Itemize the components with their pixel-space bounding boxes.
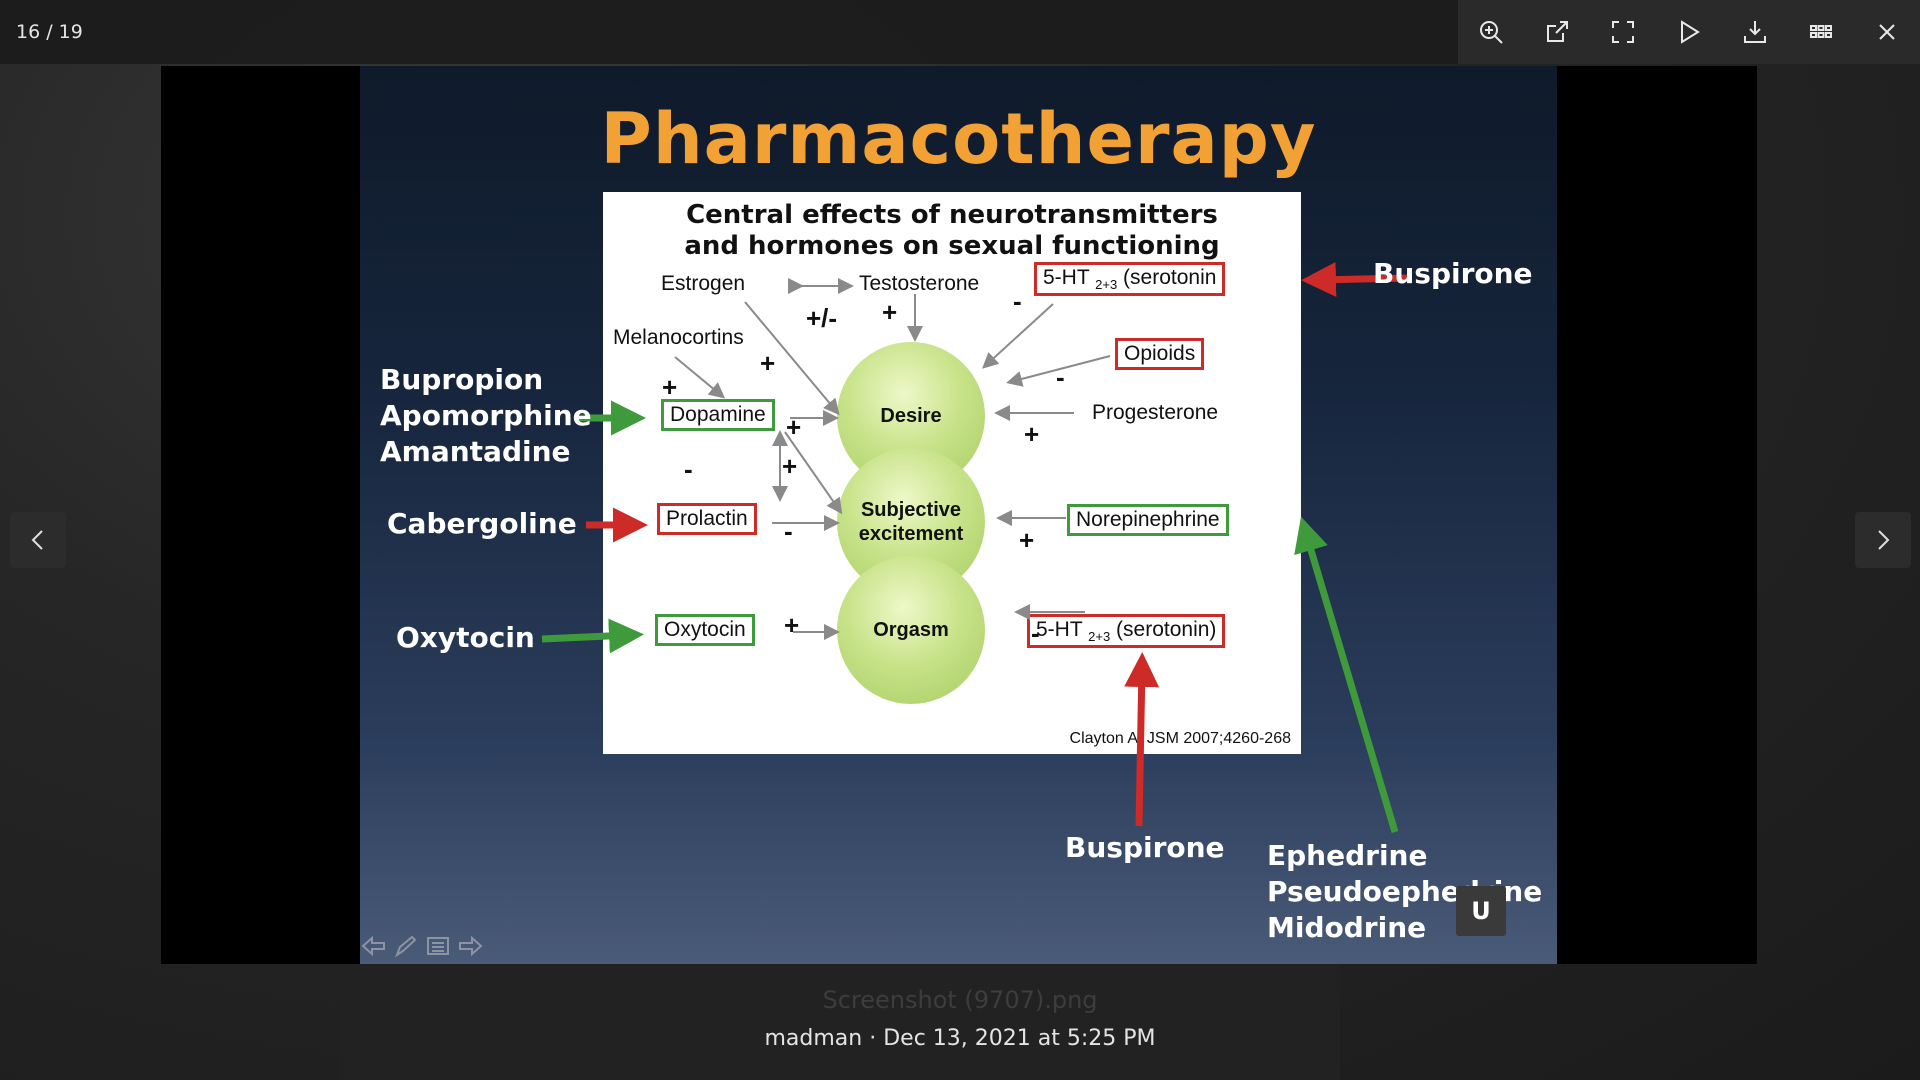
- sign-plus: +: [882, 297, 898, 327]
- fullscreen-button[interactable]: [1590, 0, 1656, 64]
- drug-bupropion: Bupropion: [380, 363, 544, 396]
- slide-image: Pharmacotherapy Central effects of neuro…: [360, 66, 1557, 964]
- drug-ephedrine: Ephedrine: [1267, 839, 1428, 872]
- slide-menu-icon: [424, 934, 452, 958]
- background-card: [340, 960, 1340, 1080]
- figure-title-line1: Central effects of neurotransmitters: [686, 200, 1218, 230]
- box-oxytocin: Oxytocin: [655, 614, 755, 646]
- download-icon: [1744, 21, 1766, 43]
- sign-plus: +: [1019, 525, 1035, 555]
- drug-midodrine: Midodrine: [1267, 911, 1427, 944]
- drug-group-norepinephrine: Ephedrine Pseudoephedrine Midodrine: [1267, 838, 1542, 946]
- sign-minus: -: [1013, 286, 1022, 316]
- image-viewer: Pharmacotherapy Central effects of neuro…: [161, 66, 1757, 964]
- zoom-in-button[interactable]: [1458, 0, 1524, 64]
- chevron-left-icon: [31, 530, 43, 550]
- logo-badge: U: [1456, 886, 1506, 936]
- sign-minus: -: [1031, 618, 1040, 648]
- viewer-toolbar: [1458, 0, 1920, 64]
- download-button[interactable]: [1722, 0, 1788, 64]
- close-button[interactable]: [1854, 0, 1920, 64]
- caption-meta: madman · Dec 13, 2021 at 5:25 PM: [764, 1026, 1156, 1051]
- drug-oxytocin: Oxytocin: [396, 621, 535, 654]
- label-testosterone: Testosterone: [859, 272, 980, 295]
- previous-image-button[interactable]: [10, 512, 66, 568]
- sign-minus: -: [1056, 362, 1065, 392]
- serotonin-bottom-suffix: (serotonin): [1116, 618, 1217, 641]
- box-norepinephrine: Norepinephrine: [1067, 504, 1229, 536]
- grid-view-button[interactable]: [1788, 0, 1854, 64]
- box-serotonin-bottom: 5-HT 2+3 (serotonin): [1027, 614, 1226, 648]
- subjective-line1: Subjective: [860, 499, 962, 521]
- drug-amantadine: Amantadine: [380, 435, 571, 468]
- serotonin-bottom-prefix: 5-HT: [1036, 618, 1083, 641]
- figure-title: Central effects of neurotransmitters and…: [603, 200, 1301, 262]
- slide-controls: [360, 934, 484, 958]
- sign-plus: +: [782, 451, 798, 481]
- box-serotonin-top: 5-HT 2+3 (serotonin: [1034, 262, 1226, 296]
- sign-plus-minus: +/-: [806, 303, 838, 333]
- zoom-in-icon: [1480, 21, 1503, 44]
- sign-plus: +: [760, 348, 776, 378]
- box-dopamine: Dopamine: [661, 399, 775, 431]
- sign-minus: -: [784, 516, 793, 546]
- open-external-button[interactable]: [1524, 0, 1590, 64]
- circle-orgasm: Orgasm: [837, 556, 985, 704]
- sign-minus: -: [684, 454, 693, 484]
- pen-icon: [392, 934, 420, 958]
- sign-plus: +: [784, 610, 800, 640]
- slide-forward-icon: [456, 934, 484, 958]
- drug-buspirone-bottom: Buspirone: [1065, 831, 1225, 864]
- fullscreen-icon: [1612, 21, 1634, 43]
- slideshow-play-icon: [1681, 20, 1700, 44]
- caption-filename: Screenshot (9707).png: [822, 986, 1098, 1014]
- slideshow-button[interactable]: [1656, 0, 1722, 64]
- open-external-icon: [1547, 21, 1568, 42]
- sign-plus: +: [1024, 419, 1040, 449]
- label-progesterone: Progesterone: [1092, 401, 1219, 424]
- serotonin-top-prefix: 5-HT: [1043, 266, 1090, 289]
- drug-apomorphine: Apomorphine: [380, 399, 592, 432]
- box-prolactin: Prolactin: [657, 503, 757, 535]
- image-counter: 16 / 19: [16, 21, 83, 43]
- figure-panel: Central effects of neurotransmitters and…: [603, 192, 1301, 754]
- grid-view-icon: [1810, 25, 1832, 38]
- serotonin-bottom-sub: 2+3: [1088, 629, 1111, 644]
- citation: Clayton A. JSM 2007;4260-268: [1069, 730, 1291, 747]
- drug-group-dopamine: Bupropion Apomorphine Amantadine: [380, 362, 592, 470]
- label-melanocortins: Melanocortins: [613, 326, 744, 349]
- next-image-button[interactable]: [1855, 512, 1911, 568]
- drug-buspirone-top: Buspirone: [1373, 257, 1533, 290]
- label-estrogen: Estrogen: [661, 272, 746, 295]
- slide-back-icon: [360, 934, 388, 958]
- drug-cabergoline: Cabergoline: [387, 507, 577, 540]
- slide-title: Pharmacotherapy: [600, 98, 1317, 180]
- serotonin-top-suffix: (serotonin: [1123, 266, 1217, 289]
- box-opioids: Opioids: [1115, 338, 1205, 370]
- sign-plus: +: [786, 412, 802, 442]
- subjective-line2: excitement: [858, 523, 964, 545]
- close-icon: [1879, 24, 1895, 40]
- chevron-right-icon: [1878, 530, 1890, 550]
- serotonin-top-sub: 2+3: [1095, 277, 1118, 292]
- sign-plus: +: [662, 372, 678, 402]
- figure-title-line2: and hormones on sexual functioning: [684, 231, 1220, 261]
